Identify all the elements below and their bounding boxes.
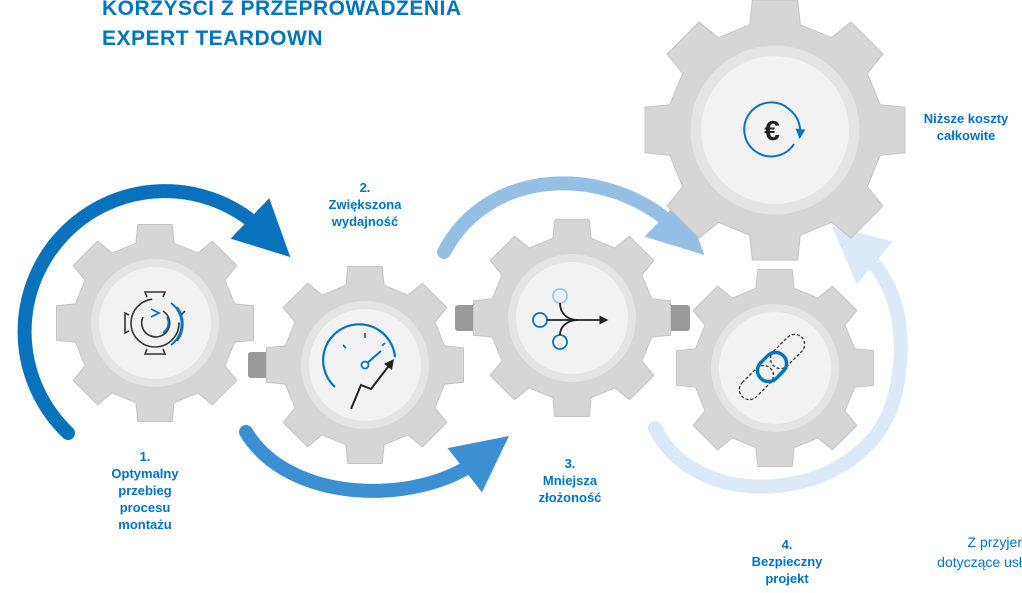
result-line: całkowite	[936, 128, 996, 143]
step-1-line: montażu	[118, 517, 172, 532]
step-1-number: 1.	[139, 449, 151, 464]
step-4-line: projekt	[765, 571, 809, 586]
step-3-label: 3. Mniejsza złożoność	[520, 455, 620, 506]
gear-step-3	[473, 219, 671, 417]
step-4-number: 4.	[781, 537, 793, 552]
title-line-1: KORZYŚCI Z PRZEPROWADZENIA	[102, 0, 462, 20]
footnote-line-2: dotyczące usł	[937, 554, 1022, 570]
step-3-line: złożoność	[538, 490, 602, 505]
footnote-text: Z przyjer dotyczące usł	[937, 532, 1022, 572]
gear-step-4	[676, 269, 874, 467]
result-label: Niższe koszty całkowite	[910, 110, 1022, 144]
result-line: Niższe koszty	[923, 111, 1009, 126]
title-line-2: EXPERT TEARDOWN	[102, 27, 324, 50]
step-2-line: Zwiększona	[328, 197, 402, 212]
step-3-number: 3.	[564, 456, 576, 471]
step-1-line: Optymalny	[111, 466, 179, 481]
step-1-line: procesu	[119, 500, 171, 515]
gear-cycle-icon	[124, 291, 186, 355]
step-1-label: 1. Optymalny przebieg procesu montażu	[100, 448, 190, 533]
arrow-step-1	[17, 184, 291, 440]
step-2-line: wydajność	[331, 214, 399, 229]
arrow-step-2	[239, 425, 509, 498]
euro-symbol: €	[764, 115, 780, 146]
gears-layer	[56, 0, 906, 467]
step-3-line: Mniejsza	[542, 473, 598, 488]
step-4-line: Bezpieczny	[751, 554, 823, 569]
arrow-step-4	[648, 226, 908, 494]
page-title: KORZYŚCI Z PRZEPROWADZENIA EXPERT TEARDO…	[102, 0, 462, 54]
step-2-label: 2. Zwiększona wydajność	[310, 179, 420, 230]
step-2-number: 2.	[359, 180, 371, 195]
speedometer-growth-icon	[322, 323, 397, 410]
step-4-label: 4. Bezpieczny projekt	[737, 536, 837, 587]
step-1-line: przebieg	[118, 483, 172, 498]
euro-cycle-icon: €	[743, 101, 806, 158]
arrow-step-3	[437, 176, 705, 259]
merge-arrow-icon	[532, 288, 609, 350]
footnote-line-1: Z przyjer	[967, 534, 1022, 550]
gear-step-1	[56, 224, 254, 422]
gear-result	[644, 0, 906, 261]
